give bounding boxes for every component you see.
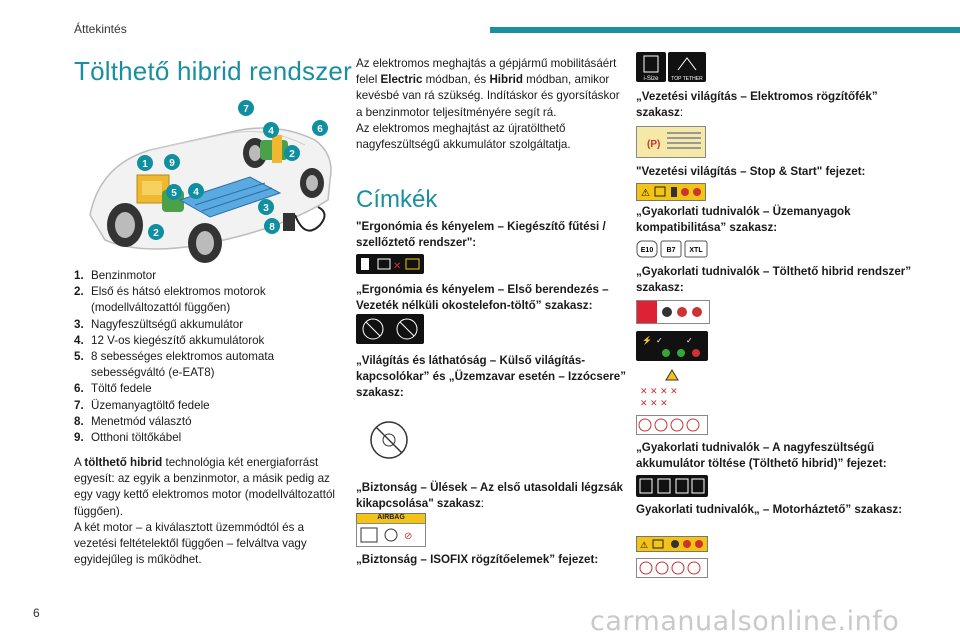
svg-text:3: 3	[263, 203, 269, 214]
header-accent-bar	[490, 27, 960, 33]
hybrid-intro-text: A tölthető hibrid technológia két energi…	[74, 456, 335, 567]
svg-text:✕ ✕ ✕: ✕ ✕ ✕	[640, 398, 668, 408]
marker-1	[137, 155, 153, 171]
svg-text:6: 6	[317, 124, 323, 135]
legend-item: 9.Otthoni töltőkábel	[74, 431, 182, 445]
marker-9	[264, 218, 280, 234]
label-stop-start: "Vezetési világítás – Stop & Start" feje…	[636, 165, 866, 178]
svg-text:XTL: XTL	[689, 247, 703, 254]
svg-text:✓: ✓	[656, 336, 663, 345]
section-header: Áttekintés	[74, 22, 127, 36]
label-fuel-compat: „Gyakorlati tudnivalók – Üzemanyagok kom…	[636, 205, 851, 235]
svg-text:5: 5	[171, 188, 177, 199]
fuel-code-icons: E10 B7 XTL	[636, 240, 708, 258]
page-number: 6	[33, 606, 40, 620]
svg-text:2: 2	[289, 149, 295, 160]
hv-charging-label-icon	[636, 475, 708, 497]
legend-item: 5.8 sebességes elektromos automata sebes…	[74, 350, 275, 380]
svg-text:8: 8	[269, 222, 275, 233]
legend-item: 7.Üzemanyagtöltő fedele	[74, 398, 210, 412]
bonnet-label-icon-2	[636, 558, 708, 578]
svg-text:B7: B7	[667, 247, 676, 254]
label-airbag: „Biztonság – Ülések – Az első utasoldali…	[356, 481, 623, 511]
label-hybrid-system: „Gyakorlati tudnivalók – Tölthető hibrid…	[636, 265, 912, 295]
label-hv-battery-charging: „Gyakorlati tudnivalók – A nagyfeszültsé…	[636, 441, 887, 471]
watermark: carmanualsonline.info	[590, 606, 900, 637]
hybrid-label-icon-3: ✕ ✕ ✕ ✕ ✕ ✕ ✕	[636, 368, 708, 408]
label-isofix: „Biztonság – ISOFIX rögzítőelemek” fejez…	[356, 553, 599, 566]
svg-text:9: 9	[169, 158, 175, 169]
wheel-front	[107, 203, 143, 247]
component-legend: 1.Benzinmotor 2.Első és hátsó elektromos…	[74, 268, 344, 446]
label-bonnet: Gyakorlati tudnivalók„ – Motorháztető” s…	[636, 503, 903, 516]
svg-text:⊘: ⊘	[404, 531, 412, 542]
marker-2a	[148, 224, 164, 240]
stop-start-label-icon: ⚠	[636, 183, 706, 201]
svg-text:2: 2	[153, 228, 159, 239]
svg-text:⚠: ⚠	[641, 188, 650, 199]
marker-5	[166, 184, 182, 200]
heating-label-icon: ✕	[356, 254, 424, 274]
svg-text:4: 4	[268, 126, 274, 137]
legend-item: 3.Nagyfeszültségű akkumulátor	[74, 317, 244, 331]
marker-6	[312, 120, 328, 136]
svg-text:✕ ✕ ✕ ✕: ✕ ✕ ✕ ✕	[640, 386, 678, 396]
marker-4	[188, 183, 204, 199]
svg-text:⚠: ⚠	[640, 540, 648, 550]
svg-text:1: 1	[142, 159, 148, 170]
i-size-icon: i-Size	[636, 52, 666, 82]
legend-item: 4.12 V-os kiegészítő akkumulátorok	[74, 333, 265, 347]
parking-brake-label-icon: (P)	[636, 126, 706, 158]
bulb-warning-icon	[364, 415, 414, 465]
marker-4b	[263, 122, 279, 138]
hybrid-label-icon-2: ⚡ ✓ ✓	[636, 331, 708, 361]
hybrid-label-icon-4	[636, 415, 708, 435]
legend-item: 2.Első és hátsó elektromos motorok (mode…	[74, 285, 266, 315]
hybrid-label-icon-1	[636, 300, 710, 324]
marker-2b	[284, 145, 300, 161]
svg-text:✕: ✕	[393, 261, 401, 272]
legend-item: 6.Töltő fedele	[74, 382, 152, 396]
label-heating: "Ergonómia és kényelem – Kiegészítő fűté…	[356, 220, 606, 250]
labels-heading: Címkék	[356, 186, 438, 213]
label-parking-brake: „Vezetési világítás – Elektromos rögzítő…	[636, 90, 878, 120]
svg-text:4: 4	[193, 187, 199, 198]
label-wireless-charger: „Ergonómia és kényelem – Első berendezés…	[356, 283, 609, 313]
svg-text:TOP TETHER: TOP TETHER	[671, 76, 703, 82]
svg-text:⚡: ⚡	[642, 335, 652, 345]
airbag-pictogram: ⊘	[356, 523, 426, 547]
svg-text:✓: ✓	[686, 336, 693, 345]
marker-3	[258, 199, 274, 215]
marker-7	[238, 100, 254, 116]
page-title: Tölthető hibrid rendszer	[74, 56, 352, 86]
label-lighting: „Világítás és láthatóság – Külső világít…	[356, 354, 627, 400]
car-diagram: 1 9 5 4 2 3 2 4 7 6 8	[89, 100, 332, 263]
electric-drive-text: Az elektromos meghajtás a gépjármű mobil…	[356, 57, 620, 152]
top-tether-icon: TOP TETHER	[668, 52, 706, 82]
hybrid-car-illustration: 1 9 5 4 2 3 2 4 7 6 8	[80, 95, 345, 265]
svg-text:7: 7	[243, 104, 249, 115]
marker-8	[164, 154, 180, 170]
svg-text:i-Size: i-Size	[643, 76, 659, 82]
legend-item: 1.Benzinmotor	[74, 269, 157, 282]
svg-text:E10: E10	[641, 247, 654, 254]
legend-item: 8.Menetmód választó	[74, 414, 192, 428]
wireless-charger-label-icon	[356, 314, 424, 344]
bonnet-label-icon-1: ⚠	[636, 536, 708, 552]
svg-text:(P): (P)	[647, 139, 660, 150]
